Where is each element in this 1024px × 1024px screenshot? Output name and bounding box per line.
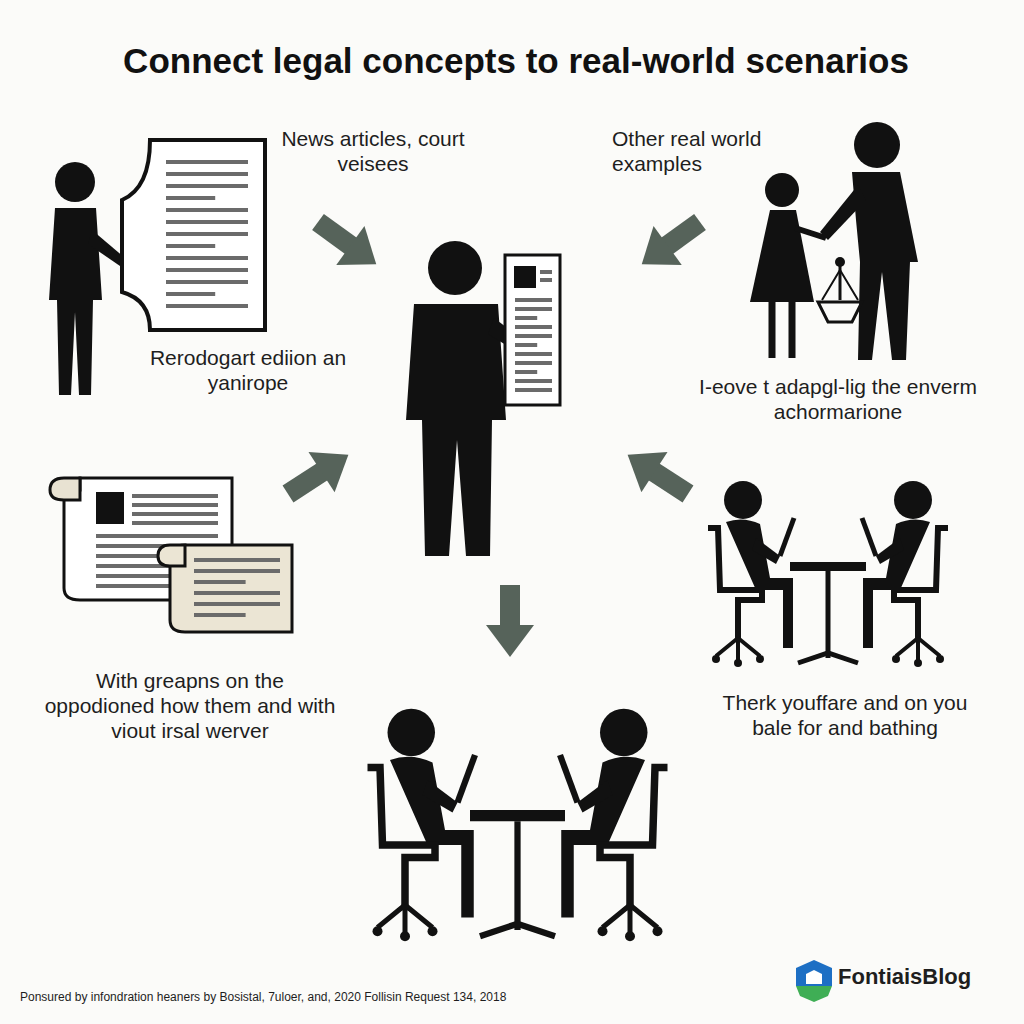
illustration-stroke xyxy=(515,361,552,365)
footer-note: Ponsured by infondration heaners by Bosi… xyxy=(20,990,780,1004)
illustration-stroke xyxy=(772,300,792,358)
illustration-stroke xyxy=(515,307,552,311)
illustration-stroke xyxy=(50,478,80,500)
illustration-stroke xyxy=(55,162,95,202)
illustration-stroke xyxy=(839,262,842,300)
illustration-stroke xyxy=(818,302,862,322)
illustration-stroke xyxy=(515,270,552,392)
illustration-stroke xyxy=(166,160,248,308)
illustration-stroke xyxy=(132,521,218,525)
illustration-stroke xyxy=(515,370,537,374)
illustration-stroke xyxy=(166,172,248,176)
illustration-stroke xyxy=(854,122,900,168)
illustration-stroke xyxy=(628,203,714,284)
illustration-stroke xyxy=(820,185,866,240)
illustration-stroke xyxy=(122,140,265,330)
illustration-stroke xyxy=(96,492,124,524)
illustration-stroke xyxy=(428,241,482,295)
illustration-stroke xyxy=(765,173,799,207)
illustration-stroke xyxy=(132,494,218,498)
illustration-stroke xyxy=(194,580,246,584)
document-stack xyxy=(50,478,292,632)
meeting-scene-bottom xyxy=(368,709,668,942)
illustration-stroke xyxy=(88,230,125,266)
illustration-stroke xyxy=(194,613,246,617)
illustration-stroke xyxy=(166,208,248,212)
illustration-stroke xyxy=(166,304,248,308)
illustration-stroke xyxy=(515,379,552,383)
illustration-stroke xyxy=(166,292,215,296)
illustration-stroke xyxy=(132,503,218,507)
illustration-stroke xyxy=(540,270,552,274)
illustration-stroke xyxy=(194,558,280,562)
illustration-stroke xyxy=(166,196,215,200)
logo-mark xyxy=(796,960,832,1002)
diagram-title: Connect legal concepts to real-world sce… xyxy=(4,40,1024,82)
illustration-stroke xyxy=(194,569,280,573)
adult-child-figures xyxy=(750,122,918,360)
illustration-stroke xyxy=(166,232,248,236)
illustration-stroke xyxy=(486,585,534,657)
scene-label: Therk youffare and on you bale for and b… xyxy=(700,690,990,740)
meeting-scene-right xyxy=(708,481,948,667)
illustration-stroke xyxy=(166,184,248,188)
scene-label: News articles, court veisees xyxy=(268,126,478,176)
illustration-stroke xyxy=(750,210,814,302)
illustration-stroke xyxy=(304,203,390,284)
illustration-stroke xyxy=(515,388,552,392)
illustration-stroke xyxy=(796,960,832,986)
illustration-stroke xyxy=(796,986,832,1002)
scene-label: Other real world examples xyxy=(612,126,812,176)
illustration-stroke xyxy=(615,435,702,514)
illustration-stroke xyxy=(406,304,506,556)
illustration-stroke xyxy=(158,545,185,566)
illustration-stroke xyxy=(515,343,537,347)
scene-label: I-eove t adapgl-lig the enverm achormari… xyxy=(688,374,988,424)
illustration-stroke xyxy=(170,545,292,632)
illustration-stroke xyxy=(166,244,215,248)
illustration-stroke xyxy=(166,280,248,284)
illustration-stroke xyxy=(515,316,537,320)
illustration-stroke xyxy=(166,220,248,224)
illustration-stroke xyxy=(515,325,552,329)
illustration-stroke xyxy=(505,255,560,405)
illustration-stroke xyxy=(194,602,280,606)
illustration-stroke xyxy=(96,534,218,538)
illustration-stroke xyxy=(515,298,552,302)
illustration-stroke xyxy=(132,512,218,516)
illustration-stroke xyxy=(96,584,169,588)
illustration-stroke xyxy=(515,352,552,356)
illustration-stroke xyxy=(166,268,248,272)
logo-text: FontiaisBlog xyxy=(838,964,1018,990)
illustration-stroke xyxy=(822,270,858,300)
illustration-stroke xyxy=(166,256,248,260)
central-figure xyxy=(406,241,560,556)
illustration-stroke xyxy=(806,970,822,984)
illustration-stroke xyxy=(194,558,280,617)
illustration-stroke xyxy=(514,266,536,288)
illustration-stroke xyxy=(540,278,552,282)
illustration-stroke xyxy=(835,257,845,267)
illustration-stroke xyxy=(275,435,362,514)
scene-label: Rerodogart ediion an yanirope xyxy=(128,345,368,395)
illustration-stroke xyxy=(194,591,280,595)
illustration-stroke xyxy=(166,160,248,164)
illustration-stroke xyxy=(515,334,552,338)
scene-label: With greapns on the oppodioned how them … xyxy=(40,668,340,744)
